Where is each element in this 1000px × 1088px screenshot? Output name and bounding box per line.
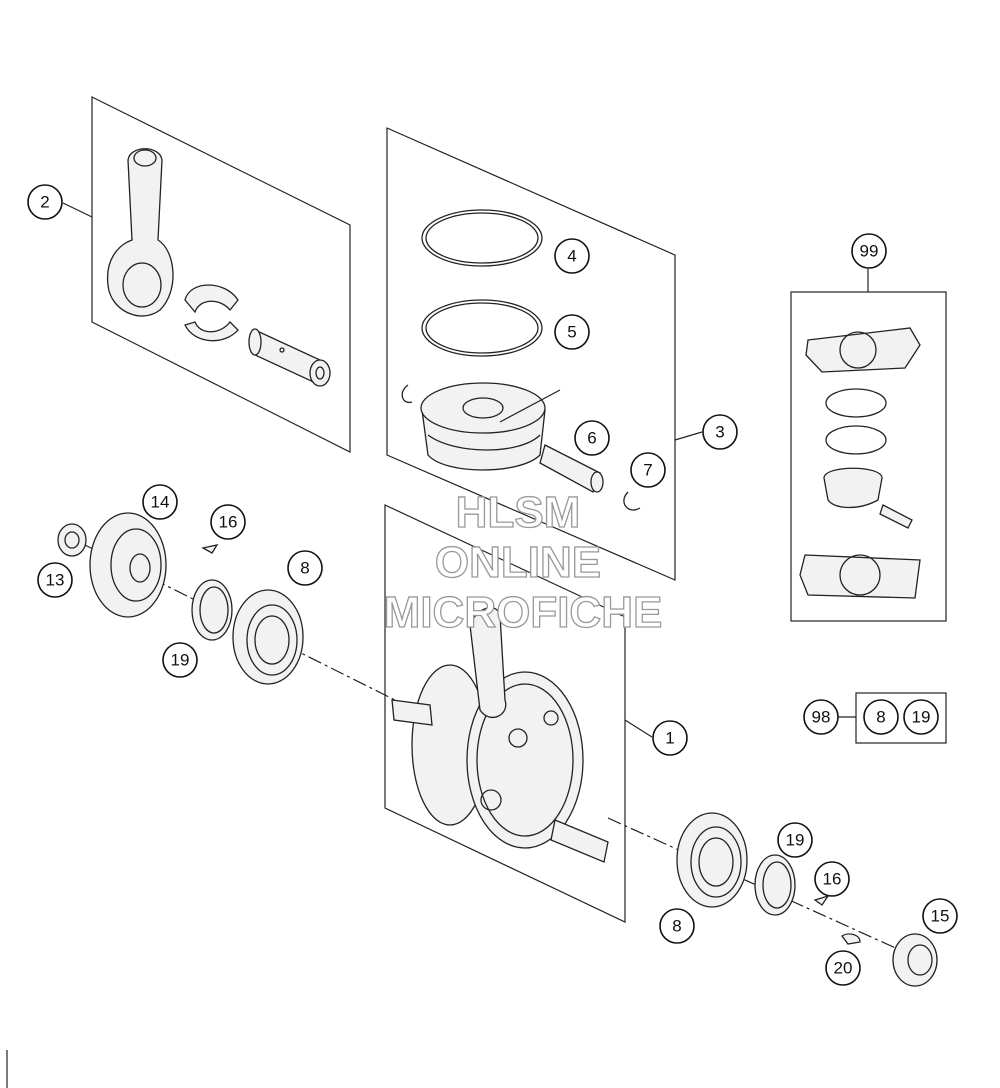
main-bearing-left bbox=[232, 589, 304, 685]
connecting-rod bbox=[106, 148, 174, 317]
key-20 bbox=[841, 933, 861, 945]
callout-13-label: 13 bbox=[46, 571, 65, 590]
callout-6-label: 6 bbox=[587, 429, 596, 448]
piston-pin-clip-left bbox=[401, 384, 413, 404]
callout-14-label: 14 bbox=[151, 493, 170, 512]
crankshaft-panel bbox=[384, 504, 626, 923]
nut bbox=[57, 523, 87, 557]
callout-19-left: 19 bbox=[162, 642, 198, 678]
timing-gear bbox=[892, 933, 938, 987]
leader-lines bbox=[62, 202, 869, 738]
set-pin bbox=[879, 504, 913, 529]
callout-3: 3 bbox=[702, 414, 738, 450]
piston-ring-second bbox=[421, 299, 543, 357]
left-shaft-parts bbox=[57, 512, 396, 701]
callout-8-left-label: 8 bbox=[300, 559, 309, 578]
callout-5: 5 bbox=[554, 314, 590, 350]
piston-pin-clip bbox=[623, 491, 641, 511]
callout-8-right-label: 8 bbox=[672, 917, 681, 936]
callout-20-label: 20 bbox=[834, 959, 853, 978]
callout-6: 6 bbox=[574, 420, 610, 456]
callout-8-right: 8 bbox=[659, 908, 695, 944]
callout-14: 14 bbox=[142, 484, 178, 520]
watermark: HLSM ONLINE MICROFICHE bbox=[383, 487, 663, 637]
piston bbox=[420, 382, 546, 471]
callout-98: 98 bbox=[803, 699, 839, 735]
callout-5-label: 5 bbox=[567, 323, 576, 342]
callout-19-right-label: 19 bbox=[786, 831, 805, 850]
callout-8-left: 8 bbox=[287, 550, 323, 586]
callout-19-set: 19 bbox=[903, 699, 939, 735]
woodruff-key-left bbox=[201, 544, 219, 554]
callout-16-right-label: 16 bbox=[823, 870, 842, 889]
watermark-line-1: HLSM bbox=[456, 488, 581, 537]
callout-99-label: 99 bbox=[860, 242, 879, 261]
piston-kit-panel bbox=[386, 127, 676, 581]
callout-7: 7 bbox=[630, 452, 666, 488]
callout-16-left: 16 bbox=[210, 504, 246, 540]
callout-15-label: 15 bbox=[931, 907, 950, 926]
callout-16-right: 16 bbox=[814, 861, 850, 897]
callout-8-set-label: 8 bbox=[876, 708, 885, 727]
shaft-seal-right bbox=[754, 854, 796, 916]
callout-15: 15 bbox=[922, 898, 958, 934]
callout-19-set-label: 19 bbox=[912, 708, 931, 727]
set-piston bbox=[823, 467, 883, 509]
bearing-shells bbox=[184, 284, 239, 342]
callout-7-label: 7 bbox=[643, 461, 652, 480]
shaft-seal-left bbox=[191, 579, 233, 641]
callout-2: 2 bbox=[27, 184, 63, 220]
watermark-line-3: MICROFICHE bbox=[384, 588, 663, 637]
right-shaft-parts bbox=[607, 812, 938, 987]
callout-3-label: 3 bbox=[715, 423, 724, 442]
callouts: 1 2 3 4 5 6 7 8 8 13 14 15 16 16 19 19 2… bbox=[27, 184, 958, 986]
callout-99: 99 bbox=[851, 233, 887, 269]
callout-1: 1 bbox=[652, 720, 688, 756]
conrod-kit-panel bbox=[91, 96, 351, 453]
callout-19-right: 19 bbox=[777, 822, 813, 858]
callout-16-left-label: 16 bbox=[219, 513, 238, 532]
callout-1-label: 1 bbox=[665, 729, 674, 748]
piston-ring-top bbox=[421, 209, 543, 267]
callout-98-label: 98 bbox=[812, 708, 831, 727]
set-ring-second bbox=[825, 425, 887, 455]
callout-13: 13 bbox=[37, 562, 73, 598]
primary-gear bbox=[89, 512, 167, 618]
gasket-set-panel bbox=[790, 291, 947, 622]
callout-2-label: 2 bbox=[40, 193, 49, 212]
callout-8-set: 8 bbox=[863, 699, 899, 735]
woodruff-key-right bbox=[813, 894, 830, 906]
piston-pin-kit bbox=[248, 328, 331, 387]
callout-4-label: 4 bbox=[567, 247, 576, 266]
callout-20: 20 bbox=[825, 950, 861, 986]
callout-4: 4 bbox=[554, 238, 590, 274]
cylinder-base-gasket bbox=[799, 554, 921, 599]
callout-19-left-label: 19 bbox=[171, 651, 190, 670]
set-ring-top bbox=[825, 388, 887, 418]
watermark-line-2: ONLINE bbox=[435, 538, 601, 587]
main-bearing-right bbox=[676, 812, 748, 908]
crankshaft bbox=[391, 606, 609, 863]
cylinder-head-gasket bbox=[805, 327, 921, 373]
piston-pin bbox=[539, 444, 604, 493]
